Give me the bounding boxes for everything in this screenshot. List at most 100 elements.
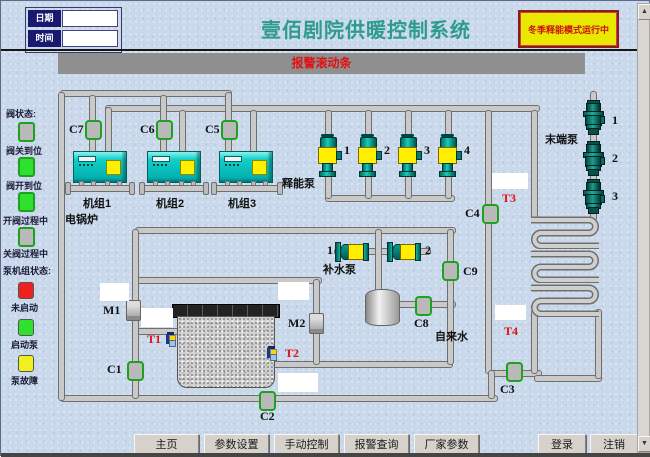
boiler-base-cap bbox=[129, 182, 135, 195]
page-title: 壹佰剧院供暖控制系统 bbox=[261, 20, 471, 42]
makeup-water-tank bbox=[365, 289, 400, 326]
scroll-down-icon[interactable]: ▼ bbox=[638, 436, 650, 452]
boiler-base-pipe bbox=[67, 185, 133, 192]
time-field[interactable] bbox=[62, 30, 118, 47]
nav-home-button[interactable]: 主页 bbox=[134, 434, 199, 457]
date-field[interactable] bbox=[62, 10, 118, 27]
valve-C6[interactable] bbox=[156, 120, 173, 140]
valve-C4-label: C4 bbox=[465, 206, 480, 220]
boiler-display bbox=[152, 156, 170, 162]
temp-sensor-T1-icon bbox=[166, 332, 178, 347]
header-separator bbox=[1, 49, 650, 51]
vertical-scrollbar[interactable]: ▲ ▼ bbox=[637, 3, 650, 453]
boiler-status-lamp bbox=[180, 160, 195, 175]
mode-status-button[interactable]: 冬季释能模式运行中 bbox=[518, 10, 619, 48]
release-pump-2[interactable] bbox=[357, 134, 382, 184]
valve-C8-label: C8 bbox=[414, 316, 429, 330]
window-bottom-edge bbox=[1, 453, 650, 457]
flow-meter-M2 bbox=[309, 313, 324, 334]
alarm-scroll-text: 报警滚动条 bbox=[291, 56, 352, 70]
terminal-pump-3[interactable] bbox=[583, 179, 605, 214]
valve-C6-label: C6 bbox=[140, 122, 155, 136]
boiler-unit-2[interactable] bbox=[147, 151, 201, 183]
valve-C2[interactable] bbox=[259, 391, 276, 411]
legend-swatch-pump-running bbox=[18, 319, 34, 336]
boiler-3-label: 机组3 bbox=[228, 198, 257, 210]
valve-C5-label: C5 bbox=[205, 122, 220, 136]
release-pump-3[interactable] bbox=[397, 134, 422, 184]
temp-T4-label: T4 bbox=[504, 324, 519, 338]
pipe-segment bbox=[375, 229, 382, 293]
valve-status-legend-title: 阀状态: bbox=[6, 109, 36, 119]
value-display bbox=[492, 173, 528, 189]
valve-C3-label: C3 bbox=[500, 382, 515, 396]
pipe-segment bbox=[595, 309, 602, 379]
pipe-segment bbox=[60, 90, 232, 97]
boiler-indicator-lights bbox=[225, 164, 227, 166]
legend-label-valve-closed: 阀关到位 bbox=[6, 146, 43, 156]
flow-meter-M2-label: M2 bbox=[288, 316, 306, 330]
flow-meter-M1-label: M1 bbox=[103, 303, 121, 317]
boiler-indicator-lights bbox=[79, 164, 81, 166]
scroll-up-icon[interactable]: ▲ bbox=[638, 4, 650, 20]
boiler-base-cap bbox=[211, 182, 217, 195]
pipe-segment bbox=[531, 110, 538, 222]
release-pump-3-number: 3 bbox=[424, 143, 430, 157]
terminal-pump-2[interactable] bbox=[583, 141, 605, 176]
pipe-segment bbox=[58, 92, 65, 401]
makeup-pumps-label: 补水泵 bbox=[323, 264, 356, 276]
terminal-pump-1[interactable] bbox=[583, 100, 605, 135]
date-label: 日期 bbox=[28, 10, 61, 27]
valve-C1[interactable] bbox=[127, 361, 144, 381]
pipe-segment bbox=[531, 309, 538, 374]
pipe-segment bbox=[485, 110, 492, 374]
boiler-status-lamp bbox=[252, 160, 267, 175]
pipe-segment bbox=[105, 105, 540, 112]
nav-manual-control-button[interactable]: 手动控制 bbox=[274, 434, 339, 457]
legend-label-valve-opening: 开阀过程中 bbox=[3, 216, 49, 226]
boiler-status-lamp bbox=[106, 160, 121, 175]
legend-swatch-pump-fault bbox=[18, 355, 34, 372]
flow-meter-M1 bbox=[126, 300, 141, 321]
valve-C8[interactable] bbox=[415, 296, 432, 316]
valve-C7[interactable] bbox=[85, 120, 102, 140]
makeup-pump-2[interactable] bbox=[387, 241, 421, 262]
makeup-pump-1-number: 1 bbox=[327, 243, 333, 257]
value-display bbox=[278, 373, 318, 392]
boiler-group-label: 电锅炉 bbox=[65, 214, 98, 226]
temp-T1-label: T1 bbox=[147, 332, 162, 346]
legend-label-valve-closing: 关阀过程中 bbox=[3, 249, 49, 259]
temp-T3-label: T3 bbox=[502, 191, 517, 205]
boiler-unit-1[interactable] bbox=[73, 151, 127, 183]
makeup-pump-2-number: 2 bbox=[425, 243, 431, 257]
valve-C3[interactable] bbox=[506, 362, 523, 382]
valve-C5[interactable] bbox=[221, 120, 238, 140]
legend-label-pump-stopped: 未启动 bbox=[11, 303, 39, 313]
alarm-scroll-bar[interactable]: 报警滚动条 bbox=[58, 53, 585, 74]
boiler-base-cap bbox=[277, 182, 283, 195]
release-pump-2-number: 2 bbox=[384, 143, 390, 157]
valve-C4[interactable] bbox=[482, 204, 499, 224]
makeup-pump-1[interactable] bbox=[335, 241, 369, 262]
boiler-unit-3[interactable] bbox=[219, 151, 273, 183]
datetime-group bbox=[25, 7, 122, 53]
release-pump-1[interactable] bbox=[317, 134, 342, 184]
boiler-2-label: 机组2 bbox=[156, 198, 185, 210]
release-pumps-label: 释能泵 bbox=[282, 178, 315, 190]
valve-C7-label: C7 bbox=[69, 122, 84, 136]
boiler-base-cap bbox=[139, 182, 145, 195]
valve-C9[interactable] bbox=[442, 261, 459, 281]
radiator-coil bbox=[531, 216, 599, 249]
valve-C9-label: C9 bbox=[463, 264, 478, 278]
boiler-base-pipe bbox=[141, 185, 207, 192]
terminal-pump-1-number: 1 bbox=[612, 113, 618, 127]
legend-swatch-valve-closing bbox=[18, 227, 35, 247]
terminal-pumps-label: 末端泵 bbox=[545, 134, 578, 146]
legend-label-pump-running: 启动泵 bbox=[11, 340, 39, 350]
pipe-segment bbox=[105, 107, 112, 157]
release-pump-4[interactable] bbox=[437, 134, 462, 184]
pipe-segment bbox=[447, 229, 454, 365]
legend-swatch-pump-stopped bbox=[18, 282, 34, 299]
boiler-base-cap bbox=[65, 182, 71, 195]
